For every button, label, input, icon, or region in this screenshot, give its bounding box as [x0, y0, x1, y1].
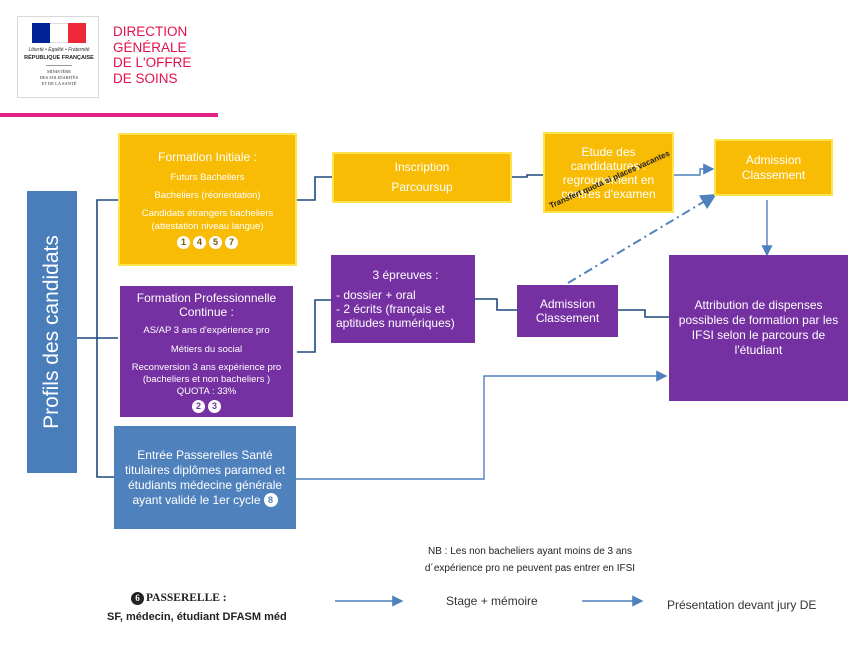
attribution-text: Attribution de dispenses possibles de fo… [678, 298, 839, 357]
arrow-passerelles-attribution [296, 370, 668, 480]
flag-red-band [68, 23, 86, 43]
inscription-line: Inscription [394, 160, 450, 174]
logo-republic: RÉPUBLIQUE FRANÇAISE [24, 55, 94, 61]
passerelle-subtitle: SF, médecin, étudiant DFASM méd [107, 611, 287, 623]
formation-initiale-line: Candidats étrangers bacheliers (attestat… [141, 208, 274, 232]
inscription-line: Parcoursup [391, 180, 453, 194]
number-badge: 5 [209, 236, 222, 249]
profils-label: Profils des candidats [40, 235, 63, 429]
number-badge: 7 [225, 236, 238, 249]
profils-candidats-bar: Profils des candidats [27, 191, 77, 473]
attribution-dispenses-box: Attribution de dispenses possibles de fo… [669, 255, 848, 401]
flag-blue-band [32, 23, 50, 43]
etude-candidatures-box: Etude des candidatures : regroupement en… [543, 132, 674, 213]
formation-initiale-line: Futurs Bacheliers [170, 172, 245, 183]
passerelles-text-content: Entrée Passerelles Santé titulaires dipl… [124, 447, 286, 507]
connector-inscription-etude [512, 174, 543, 178]
number-badge: 2 [192, 399, 205, 413]
formation-initiale-badges: 1 4 5 7 [177, 236, 238, 249]
passerelles-sante-box: Entrée Passerelles Santé titulaires dipl… [114, 426, 296, 529]
admission-classement-mid-box: Admission Classement [517, 285, 618, 337]
epreuves-line: - 2 écrits (français et aptitudes numéri… [336, 302, 455, 330]
logo-motto: Liberté • Égalité • Fraternité [28, 47, 90, 53]
passerelle-title-text: PASSERELLE : [146, 592, 227, 605]
flag-white-band [50, 23, 68, 43]
epreuves-title: 3 épreuves : [372, 268, 439, 282]
formation-pro-line: Reconversion 3 ans expérience pro (bache… [131, 361, 282, 385]
number-badge: 1 [177, 236, 190, 249]
formation-pro-title: Formation Professionnelle Continue : [136, 290, 277, 319]
formation-pro-box: Formation Professionnelle Continue : AS/… [118, 284, 295, 419]
connector-profils-passerelles [96, 338, 114, 478]
nb-line: d´expérience pro ne peuvent pas entrer e… [424, 563, 636, 574]
number-badge: 3 [208, 399, 221, 413]
formation-pro-line: AS/AP 3 ans d'expérience pro [143, 324, 270, 336]
french-flag-icon [32, 23, 86, 43]
nb-note: NB : Les non bacheliers ayant moins de 3… [380, 543, 680, 577]
logo-ministry: MINISTÈRE DES SOLIDARITÉS ET DE LA SANTÉ [39, 69, 79, 86]
logo-divider [46, 65, 72, 66]
admission-line: Admission [745, 152, 802, 167]
stage-memoire: Stage + mémoire [446, 594, 538, 608]
formation-pro-line: Métiers du social [170, 343, 243, 355]
admission-line: Classement [741, 167, 806, 182]
formation-initiale-line: Bacheliers (réorientation) [154, 190, 261, 201]
org-name-line: DE L'OFFRE [113, 55, 192, 70]
connector-pro-epreuves [297, 299, 331, 353]
connector-epreuves-admission [475, 298, 517, 311]
republique-logo: Liberté • Égalité • Fraternité RÉPUBLIQU… [17, 16, 99, 98]
presentation-jury: Présentation devant jury DE [667, 598, 817, 612]
connector-initiale-inscription [297, 176, 332, 201]
connector-profils-initiale [77, 199, 118, 339]
arrow-etude-admission [674, 163, 715, 176]
number-badge: 4 [193, 236, 206, 249]
epreuves-box: 3 épreuves : - dossier + oral - 2 écrits… [331, 255, 475, 343]
header-accent-bar [0, 113, 218, 117]
org-name-line: DIRECTION [113, 24, 188, 39]
etude-candidatures-text: Etude des candidatures : regroupement en… [561, 144, 656, 201]
nb-line: NB : Les non bacheliers ayant moins de 3… [427, 546, 632, 557]
inscription-box: Inscription Parcoursup [332, 152, 512, 203]
org-name: DIRECTION GÉNÉRALE DE L'OFFRE DE SOINS [113, 24, 233, 86]
admission-line: Admission [539, 297, 596, 311]
formation-initiale-box: Formation Initiale : Futurs Bacheliers B… [118, 133, 297, 266]
passerelles-text: Entrée Passerelles Santé titulaires dipl… [114, 448, 296, 508]
admission-classement-top-box: Admission Classement [714, 139, 833, 196]
formation-pro-badges: 2 3 [192, 399, 221, 413]
number-badge: 8 [263, 493, 278, 508]
number-badge: 6 [131, 592, 144, 605]
epreuves-line: - dossier + oral [336, 288, 416, 302]
connector-admission-attribution [618, 309, 669, 318]
formation-initiale-title: Formation Initiale : [158, 150, 257, 164]
admission-line: Classement [535, 311, 600, 325]
org-name-line: DE SOINS [113, 70, 178, 86]
org-name-line: GÉNÉRALE [113, 39, 187, 55]
formation-pro-quota: QUOTA : 33% [176, 385, 237, 397]
